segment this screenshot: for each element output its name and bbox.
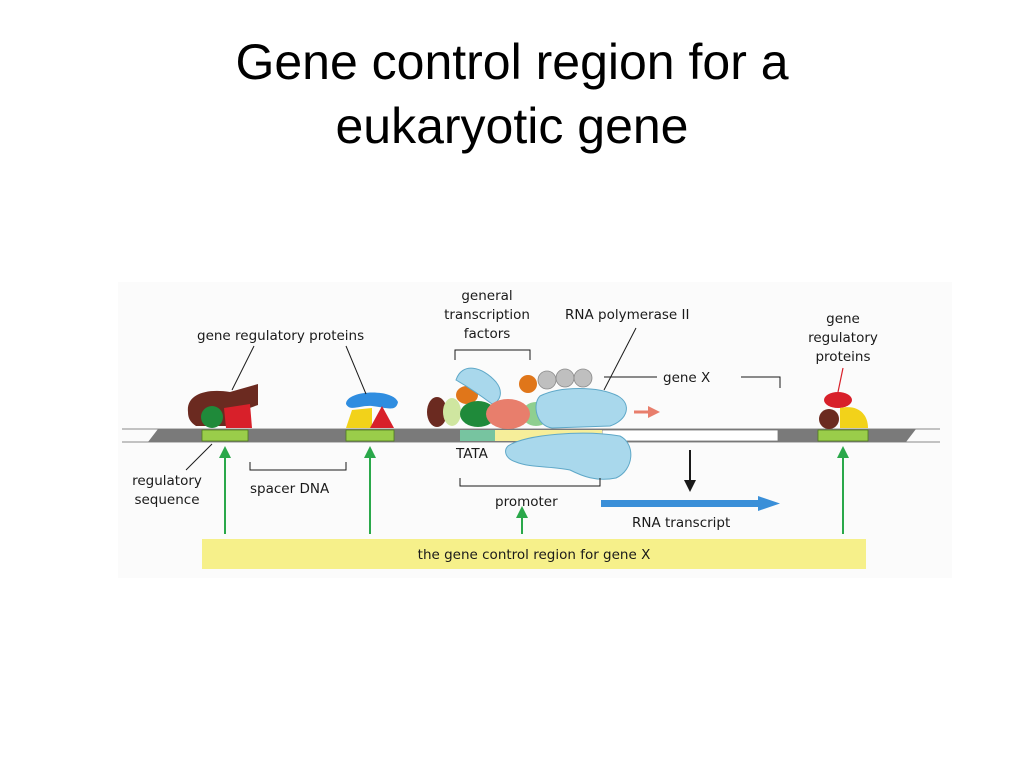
leader-regulatory-sequence bbox=[185, 443, 213, 471]
gtf-green bbox=[460, 401, 496, 427]
label-tata: TATA bbox=[455, 446, 489, 462]
transcription-direction-arrowhead bbox=[648, 406, 660, 418]
label-promoter: promoter bbox=[495, 494, 558, 510]
label-rna-transcript: RNA transcript bbox=[632, 515, 730, 531]
bracket-promoter bbox=[459, 478, 601, 487]
regulatory-site-1 bbox=[201, 429, 249, 442]
gtf-orange bbox=[519, 375, 537, 393]
red-regulatory-protein bbox=[224, 404, 252, 428]
yellow-regulatory-protein bbox=[346, 408, 372, 428]
yellow-right-protein bbox=[840, 407, 868, 428]
general-transcription-factors bbox=[427, 367, 550, 429]
tata-box bbox=[460, 430, 495, 441]
regulatory-site-2 bbox=[345, 429, 395, 442]
leader-rna-polymerase-ii bbox=[603, 327, 637, 391]
rna-transcript-arrow-shaft bbox=[601, 500, 761, 507]
slide-title: Gene control region for a eukaryotic gen… bbox=[0, 30, 1024, 158]
gene-regulatory-protein-complex-right bbox=[819, 392, 868, 429]
control-region-label: the gene control region for gene X bbox=[418, 547, 651, 563]
gene-x-bracket-right bbox=[741, 376, 781, 388]
label-gene-x: gene X bbox=[663, 370, 710, 386]
rna-polymerase-ii-bottom bbox=[505, 432, 632, 480]
label-gene-regulatory-proteins-right-1: gene bbox=[826, 311, 860, 327]
slide-title-line-1: Gene control region for a bbox=[235, 34, 789, 90]
label-rna-polymerase-ii: RNA polymerase II bbox=[565, 307, 689, 323]
gtf-light-green bbox=[443, 398, 461, 426]
rna-polymerase-ii-top bbox=[535, 388, 627, 429]
label-regulatory-sequence-1: regulatory bbox=[132, 473, 202, 489]
leader-right-proteins bbox=[837, 367, 844, 393]
red-triangle-protein bbox=[370, 406, 394, 428]
slide-title-line-2: eukaryotic gene bbox=[335, 98, 689, 154]
rna-transcript-arrowhead bbox=[758, 496, 780, 511]
blue-regulatory-protein bbox=[346, 392, 398, 409]
ctd-bead-2 bbox=[555, 368, 575, 388]
label-spacer-dna: spacer DNA bbox=[250, 481, 330, 497]
bracket-general-transcription-factors bbox=[454, 349, 531, 360]
label-gene-regulatory-proteins-left: gene regulatory proteins bbox=[197, 328, 364, 344]
label-regulatory-sequence-2: sequence bbox=[134, 492, 199, 508]
red-right-protein bbox=[824, 392, 852, 408]
label-gene-regulatory-proteins-right-3: proteins bbox=[815, 349, 870, 365]
gene-x-coding-region bbox=[601, 429, 779, 442]
label-gene-regulatory-proteins-right-2: regulatory bbox=[808, 330, 878, 346]
gtf-brown bbox=[427, 397, 447, 427]
label-general-transcription-factors-3: factors bbox=[464, 326, 511, 342]
label-general-transcription-factors-2: transcription bbox=[444, 307, 530, 323]
ctd-bead-3 bbox=[573, 368, 593, 388]
control-region-band bbox=[202, 539, 866, 569]
green-regulatory-protein bbox=[201, 406, 223, 428]
gtf-salmon bbox=[486, 399, 530, 429]
brown-right-protein bbox=[819, 409, 839, 429]
bracket-spacer-dna bbox=[249, 462, 347, 471]
leader-left-to-blue bbox=[345, 345, 367, 395]
regulatory-site-3 bbox=[817, 429, 869, 442]
gene-regulatory-protein-complex-left bbox=[187, 384, 258, 428]
ctd-bead-1 bbox=[537, 370, 557, 390]
gene-regulatory-protein-complex-middle bbox=[346, 392, 398, 428]
label-general-transcription-factors-1: general bbox=[461, 288, 512, 304]
gtf-blue-tail bbox=[455, 367, 501, 405]
leader-left-to-brown bbox=[231, 345, 255, 391]
